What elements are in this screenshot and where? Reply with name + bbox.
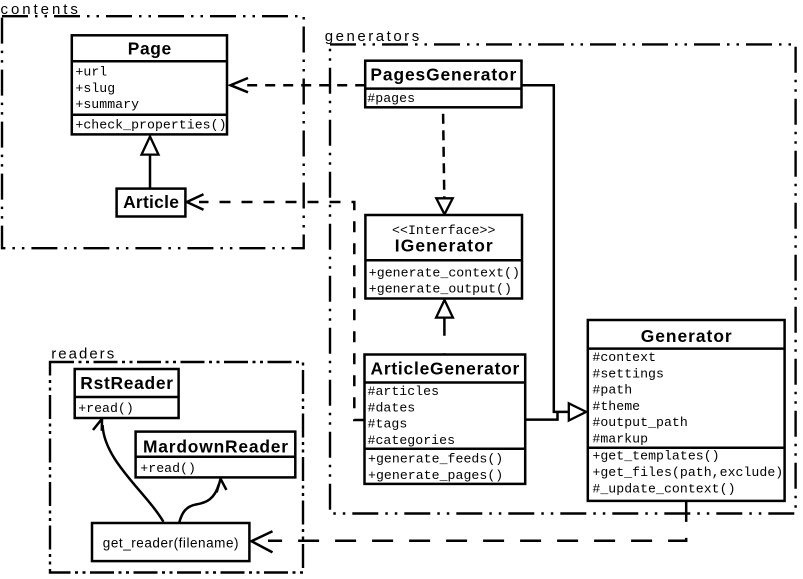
svg-text:+get_templates(): +get_templates() — [592, 448, 719, 463]
svg-text:#markup: #markup — [592, 431, 648, 446]
svg-text:+read(): +read() — [140, 461, 196, 476]
svg-text:MardownReader: MardownReader — [143, 436, 288, 456]
svg-text:+generate_context(): +generate_context() — [369, 265, 520, 280]
svg-text:Page: Page — [128, 38, 172, 58]
svg-text:+generate_output(): +generate_output() — [369, 282, 512, 297]
svg-text:+url: +url — [75, 65, 107, 80]
svg-text:#output_path: #output_path — [592, 415, 687, 430]
svg-text:+generate_pages(): +generate_pages() — [368, 468, 503, 483]
svg-text:#_update_context(): #_update_context() — [592, 482, 735, 497]
svg-text:PagesGenerator: PagesGenerator — [370, 65, 516, 85]
svg-text:Generator: Generator — [641, 326, 732, 346]
svg-text:#settings: #settings — [592, 366, 664, 381]
svg-text:#path: #path — [592, 383, 632, 398]
svg-text:Article: Article — [123, 192, 179, 212]
svg-text:+check_properties(): +check_properties() — [75, 118, 226, 133]
svg-text:#theme: #theme — [592, 399, 640, 414]
svg-text:#articles: #articles — [368, 384, 440, 399]
svg-text:#categories: #categories — [368, 433, 456, 448]
svg-text:+get_files(path,exclude): +get_files(path,exclude) — [592, 465, 783, 480]
svg-text:RstReader: RstReader — [80, 373, 173, 393]
svg-text:+generate_feeds(): +generate_feeds() — [368, 452, 503, 467]
svg-text:ArticleGenerator: ArticleGenerator — [371, 359, 520, 379]
svg-text:+read(): +read() — [78, 401, 134, 416]
svg-text:+summary: +summary — [75, 97, 139, 112]
svg-text:get_reader(filename): get_reader(filename) — [103, 535, 239, 550]
svg-text:#tags: #tags — [368, 417, 408, 432]
svg-text:generators: generators — [325, 28, 419, 45]
svg-text:<<Interface>>: <<Interface>> — [392, 223, 495, 238]
svg-text:+slug: +slug — [75, 81, 115, 96]
svg-text:#dates: #dates — [368, 400, 416, 415]
svg-text:IGenerator: IGenerator — [395, 236, 493, 256]
svg-text:#pages: #pages — [367, 91, 415, 106]
svg-text:#context: #context — [592, 350, 656, 365]
